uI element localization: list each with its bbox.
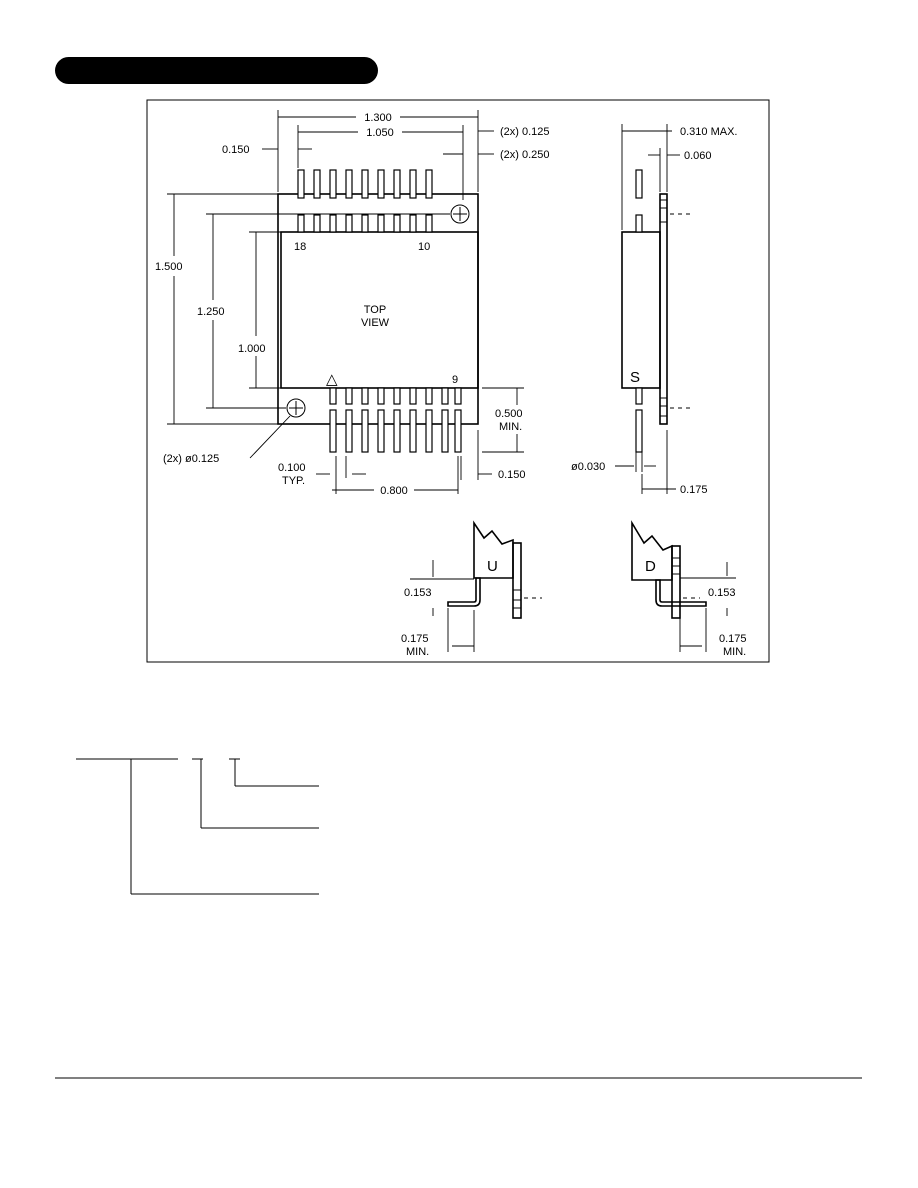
detail-d: D 0.153 0.175 MIN. [631,520,747,658]
pin-18-label: 18 [294,241,306,253]
svg-text:0.175: 0.175 [680,484,708,496]
svg-text:(2x) 0.125: (2x) 0.125 [500,126,550,138]
svg-text:0.500: 0.500 [495,408,523,420]
svg-text:1.250: 1.250 [197,306,225,318]
svg-text:TYP.: TYP. [282,475,305,487]
pin1-triangle-marker: △ [326,371,338,388]
dim-hole-offset: (2x) 0.250 [443,149,550,161]
dim-height-holes: 1.250 [197,213,450,409]
dim-lead-length: 0.500 MIN. [482,387,524,453]
svg-text:0.150: 0.150 [222,144,250,156]
dim-width-overall: 1.300 [277,110,479,192]
pin-10-label: 10 [418,241,430,253]
svg-text:0.150: 0.150 [498,469,526,481]
dim-detail-u-length: 0.175 MIN. [401,608,475,658]
drawing-frame [146,99,770,663]
svg-text:1.000: 1.000 [238,343,266,355]
dim-hole-inset: (2x) 0.125 [478,126,550,138]
side-body [621,231,661,389]
svg-text:0.800: 0.800 [380,485,408,497]
dim-height-overall: 1.500 [155,193,280,425]
detail-u-letter: U [487,558,498,575]
svg-text:(2x) ø0.125: (2x) ø0.125 [163,453,219,465]
dim-detail-u-bend: 0.153 [404,560,474,616]
bottom-leads [329,387,462,453]
dim-side-offset: 0.175 [641,430,708,496]
top-view: TOP VIEW 18 10 9 △ 1.300 1.050 0.150 ( [155,110,550,497]
detail-u-flange [512,542,522,619]
svg-text:MIN.: MIN. [723,646,746,658]
side-variant-letter: S [630,369,640,386]
svg-text:MIN.: MIN. [499,421,522,433]
top-leads [297,169,433,233]
dim-detail-d-bend: 0.153 [680,562,736,616]
svg-text:1.500: 1.500 [155,261,183,273]
svg-text:MIN.: MIN. [406,646,429,658]
detail-d-letter: D [645,558,656,575]
dim-edge-left: 0.150 [222,144,312,156]
svg-text:0.153: 0.153 [708,587,736,599]
mounting-hole-top-right [450,204,470,224]
dim-side-height: 0.310 MAX. [621,124,737,230]
mounting-hole-bottom-left [286,398,306,418]
dim-pitch: 0.100 TYP. [278,456,366,494]
dim-height-body: 1.000 [238,231,281,389]
side-flange [659,193,668,425]
dim-side-lead-dia: ø0.030 [571,452,656,473]
svg-text:0.100: 0.100 [278,462,306,474]
svg-text:0.310 MAX.: 0.310 MAX. [680,126,737,138]
dim-edge-right: 0.150 [460,430,526,481]
svg-text:1.300: 1.300 [364,112,392,124]
header-bar [55,57,378,84]
dim-hole-dia: (2x) ø0.125 [163,415,291,465]
dim-width-pins: 1.050 [297,125,464,200]
part-number-tree [76,758,319,895]
svg-text:(2x) 0.250: (2x) 0.250 [500,149,550,161]
dim-side-flange: 0.060 [648,148,712,192]
view-title-line2: VIEW [361,317,390,329]
svg-text:ø0.030: ø0.030 [571,461,605,473]
svg-text:0.175: 0.175 [719,633,747,645]
detail-d-flange [671,545,681,619]
dim-detail-d-length: 0.175 MIN. [679,608,747,658]
svg-text:0.153: 0.153 [404,587,432,599]
dim-pin-span: 0.800 [332,456,459,497]
svg-text:0.060: 0.060 [684,150,712,162]
svg-text:1.050: 1.050 [366,127,394,139]
side-view: S 0.310 MAX. 0.060 ø0.030 0.175 [571,124,737,496]
svg-text:0.175: 0.175 [401,633,429,645]
detail-u: U 0.153 0.175 MIN. [401,520,542,658]
pin-9-label: 9 [452,374,458,386]
view-title-line1: TOP [364,304,386,316]
